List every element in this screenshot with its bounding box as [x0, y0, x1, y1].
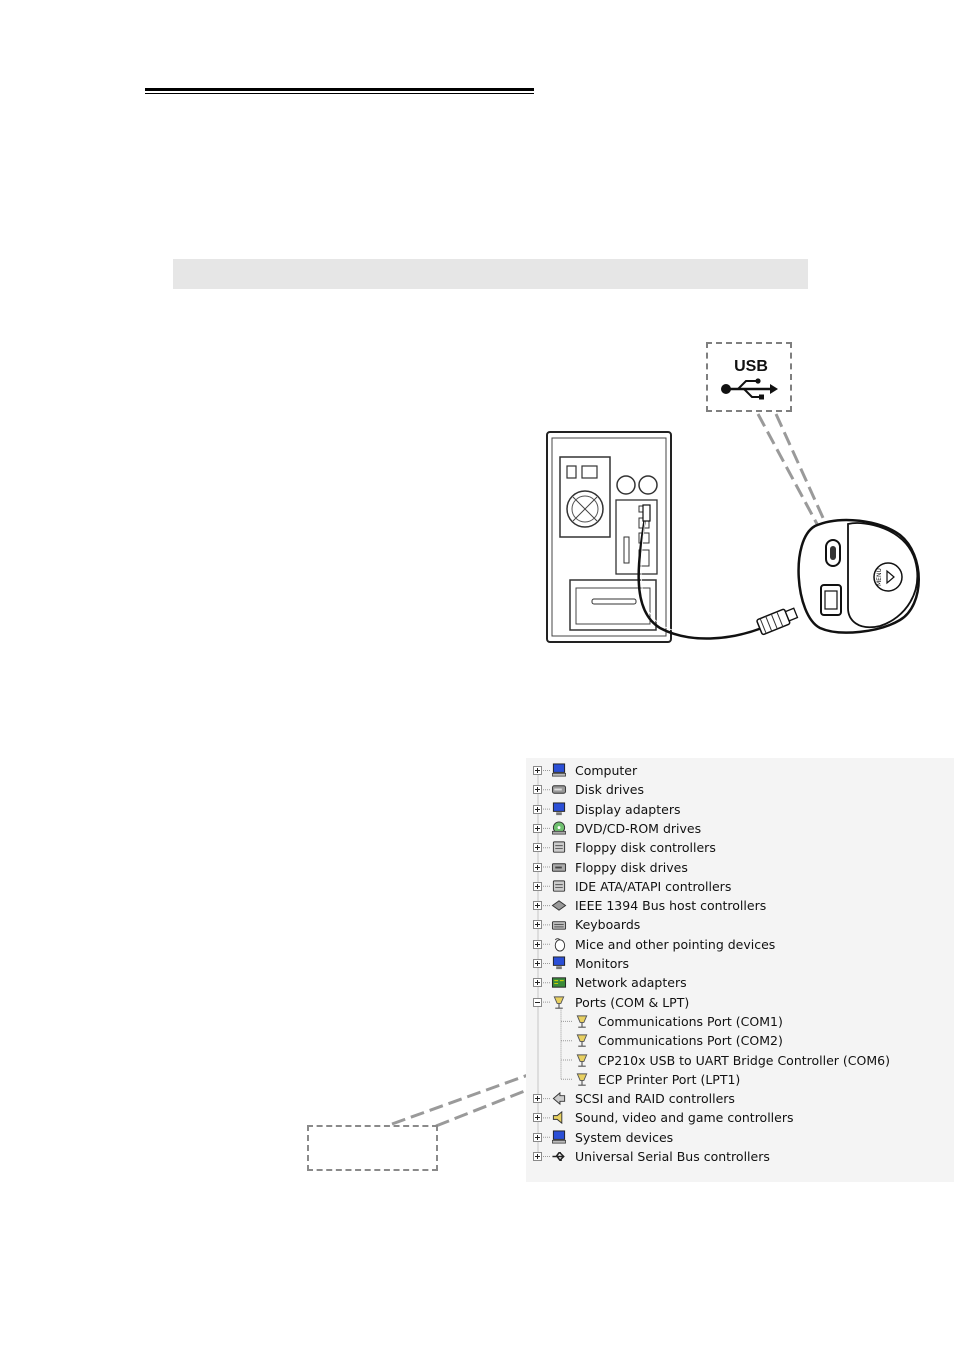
expand-icon[interactable] [533, 1094, 542, 1104]
expand-icon[interactable] [533, 862, 542, 872]
pc-tower-icon [546, 431, 672, 643]
expand-icon[interactable] [533, 920, 542, 930]
expand-icon[interactable] [533, 766, 542, 775]
tree-category[interactable]: Keyboards [526, 915, 954, 934]
expand-icon[interactable] [533, 978, 542, 988]
expand-icon[interactable] [533, 785, 542, 795]
tree-category[interactable]: IDE ATA/ATAPI controllers [526, 877, 954, 896]
expand-icon[interactable] [533, 1152, 542, 1161]
tree-item-label: IEEE 1394 Bus host controllers [575, 898, 767, 914]
port-icon [553, 996, 565, 1009]
monitor-icon [552, 956, 566, 970]
tree-device[interactable]: ECP Printer Port (LPT1) [526, 1070, 954, 1089]
device-icon: MENU [797, 518, 920, 634]
tree-item-label: Communications Port (COM2) [598, 1033, 783, 1049]
tree-category[interactable]: Computer [526, 761, 954, 780]
tree-device[interactable]: Communications Port (COM2) [526, 1031, 954, 1050]
tree-category[interactable]: Universal Serial Bus controllers [526, 1147, 954, 1166]
display-adapter-icon [552, 802, 566, 815]
tree-device[interactable]: Communications Port (COM1) [526, 1012, 954, 1031]
port-icon [576, 1015, 588, 1028]
section-heading-band [173, 259, 808, 289]
tree-item-label: ECP Printer Port (LPT1) [598, 1071, 741, 1087]
tree-category[interactable]: IEEE 1394 Bus host controllers [526, 896, 954, 915]
usb-badge: USB [706, 342, 792, 412]
tree-item-label: Network adapters [575, 975, 687, 991]
tree-item-label: Floppy disk controllers [575, 840, 716, 856]
floppy-controller-icon [552, 841, 566, 853]
network-adapter-icon [551, 977, 567, 988]
expand-icon[interactable] [533, 1113, 542, 1123]
tree-category[interactable]: Display adapters [526, 800, 954, 819]
expand-icon[interactable] [533, 901, 542, 911]
disk-drive-icon [551, 785, 567, 795]
port-icon [576, 1034, 588, 1047]
collapse-icon[interactable] [533, 997, 542, 1007]
tree-item-label: Computer [575, 763, 638, 778]
header-rule-thin [145, 93, 534, 94]
tree-item-label: Monitors [575, 956, 630, 971]
tree-item-label: CP210x USB to UART Bridge Controller (CO… [598, 1052, 890, 1068]
tree-category[interactable]: System devices [526, 1128, 954, 1147]
expand-icon[interactable] [533, 959, 542, 968]
tree-item-label: SCSI and RAID controllers [575, 1091, 735, 1107]
tree-category[interactable]: Sound, video and game controllers [526, 1108, 954, 1127]
tree-item-label: Mice and other pointing devices [575, 936, 776, 952]
tree-category[interactable]: Monitors [526, 954, 954, 973]
tree-item-label: Floppy disk drives [575, 859, 688, 875]
expand-icon[interactable] [533, 1132, 542, 1142]
tree-item-label: System devices [575, 1129, 674, 1145]
svg-text:MENU: MENU [876, 568, 883, 586]
callout-box [307, 1125, 438, 1171]
usb-symbol-icon [721, 378, 778, 400]
tree-item-label: DVD/CD-ROM drives [575, 820, 702, 836]
expand-icon[interactable] [533, 939, 542, 949]
tree-category[interactable]: Ports (COM & LPT) [526, 993, 954, 1012]
dvd-drive-icon [552, 821, 566, 835]
tree-item-label: Display adapters [575, 801, 681, 817]
tree-category[interactable]: Network adapters [526, 973, 954, 992]
mouse-icon [554, 937, 566, 952]
usb-badge-label: USB [734, 358, 768, 375]
tree-item-label: Communications Port (COM1) [598, 1013, 783, 1029]
keyboard-icon [551, 921, 567, 931]
tree-item-label: Disk drives [575, 782, 644, 798]
tree-category[interactable]: Floppy disk drives [526, 858, 954, 877]
expand-icon[interactable] [533, 881, 542, 891]
sound-icon [552, 1111, 563, 1125]
tree-item-label: Sound, video and game controllers [575, 1110, 794, 1126]
tree-device[interactable]: CP210x USB to UART Bridge Controller (CO… [526, 1051, 954, 1070]
expand-icon[interactable] [533, 804, 542, 814]
system-device-icon [552, 1130, 566, 1144]
scsi-controller-icon [552, 1091, 566, 1106]
computer-icon [552, 763, 566, 777]
expand-icon[interactable] [533, 843, 542, 853]
port-icon [576, 1073, 588, 1086]
tree-item-label: Universal Serial Bus controllers [575, 1149, 770, 1164]
usb-controller-icon [552, 1152, 565, 1161]
ieee1394-icon [551, 900, 567, 911]
tree-category[interactable]: Mice and other pointing devices [526, 935, 954, 954]
tree-item-label: Keyboards [575, 917, 641, 933]
floppy-drive-icon [551, 862, 567, 872]
tree-category[interactable]: Disk drives [526, 780, 954, 799]
ide-controller-icon [552, 880, 566, 892]
port-icon [576, 1053, 588, 1067]
header-rule [145, 88, 534, 91]
tree-item-label: Ports (COM & LPT) [575, 994, 690, 1010]
tree-category[interactable]: DVD/CD-ROM drives [526, 819, 954, 838]
tree-category[interactable]: SCSI and RAID controllers [526, 1089, 954, 1108]
tree-item-label: IDE ATA/ATAPI controllers [575, 878, 732, 894]
expand-icon[interactable] [533, 823, 542, 833]
tree-category[interactable]: Floppy disk controllers [526, 838, 954, 857]
